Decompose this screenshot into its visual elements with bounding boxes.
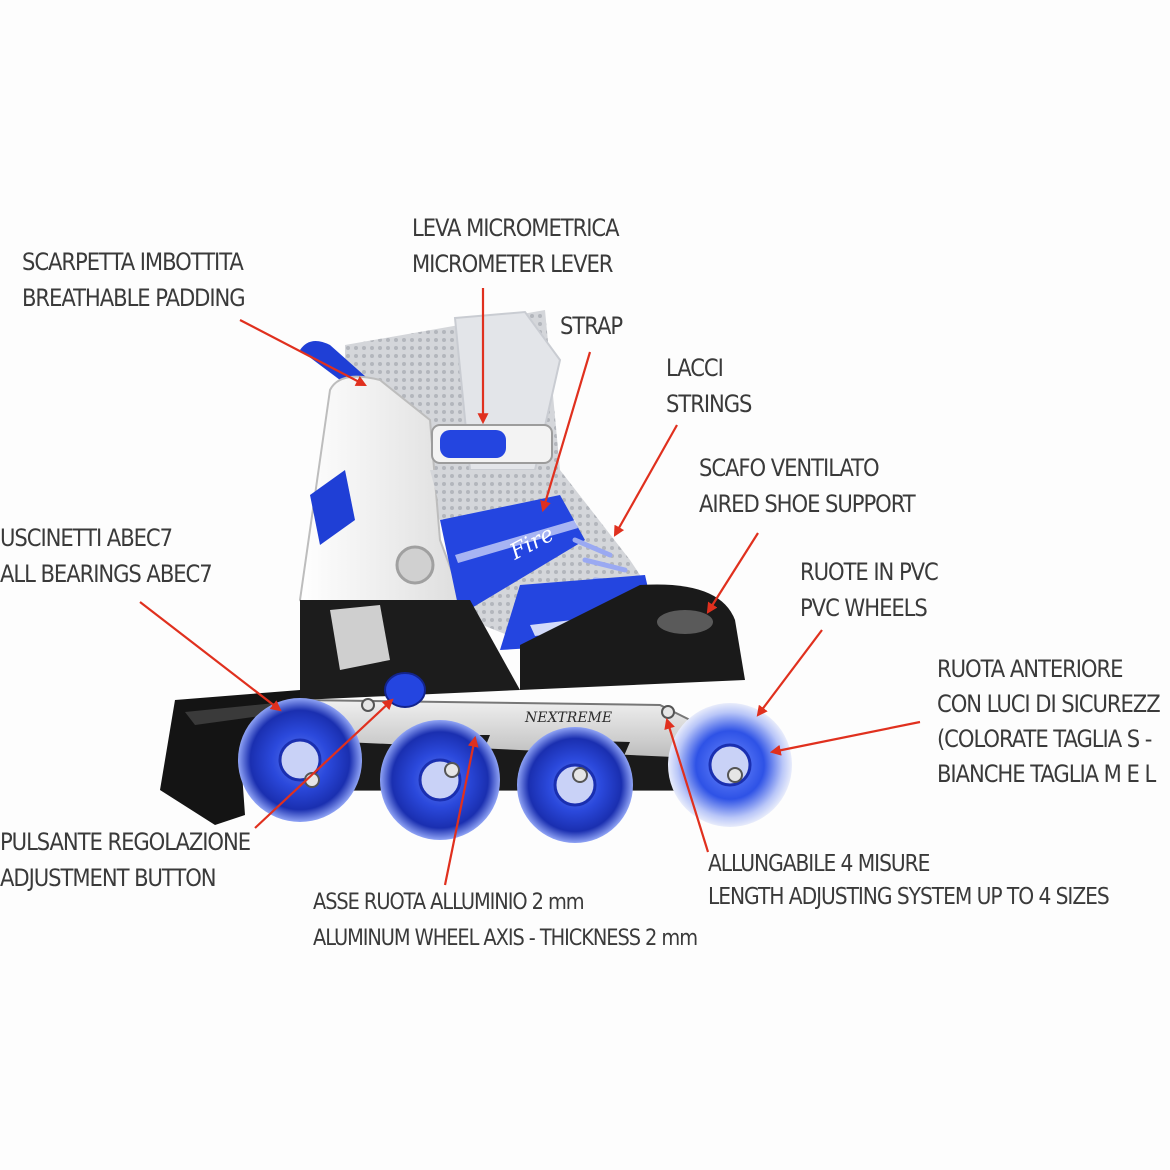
arrow-bearings [139,601,282,712]
arrow-strings [613,424,678,537]
arrow-length-adjust [664,717,710,853]
arrow-strap [540,351,592,513]
shell-pivot [395,545,435,585]
callout-arrows [139,288,921,886]
label-strap: STRAP [560,312,623,340]
arrow-wheel-axis [443,735,479,886]
velcro-strap [440,495,585,615]
arrow-padding [239,319,367,387]
axle-bolts [304,698,743,788]
arrow-shoe-support [706,532,759,614]
adjustment-button-knob [384,672,426,708]
strap-stripe [455,520,578,563]
arrow-front-wheel [769,720,921,756]
shell-blue-accent [310,470,355,545]
toe-vent [657,610,713,634]
arrow-adjustment-button [254,698,394,829]
frame-brand-text: NEXTREME [524,710,612,726]
heel-brake-highlight [185,702,290,725]
heel-vent [330,605,390,670]
arrow-wheels [756,629,823,717]
buckle-lever-blue [440,430,506,458]
